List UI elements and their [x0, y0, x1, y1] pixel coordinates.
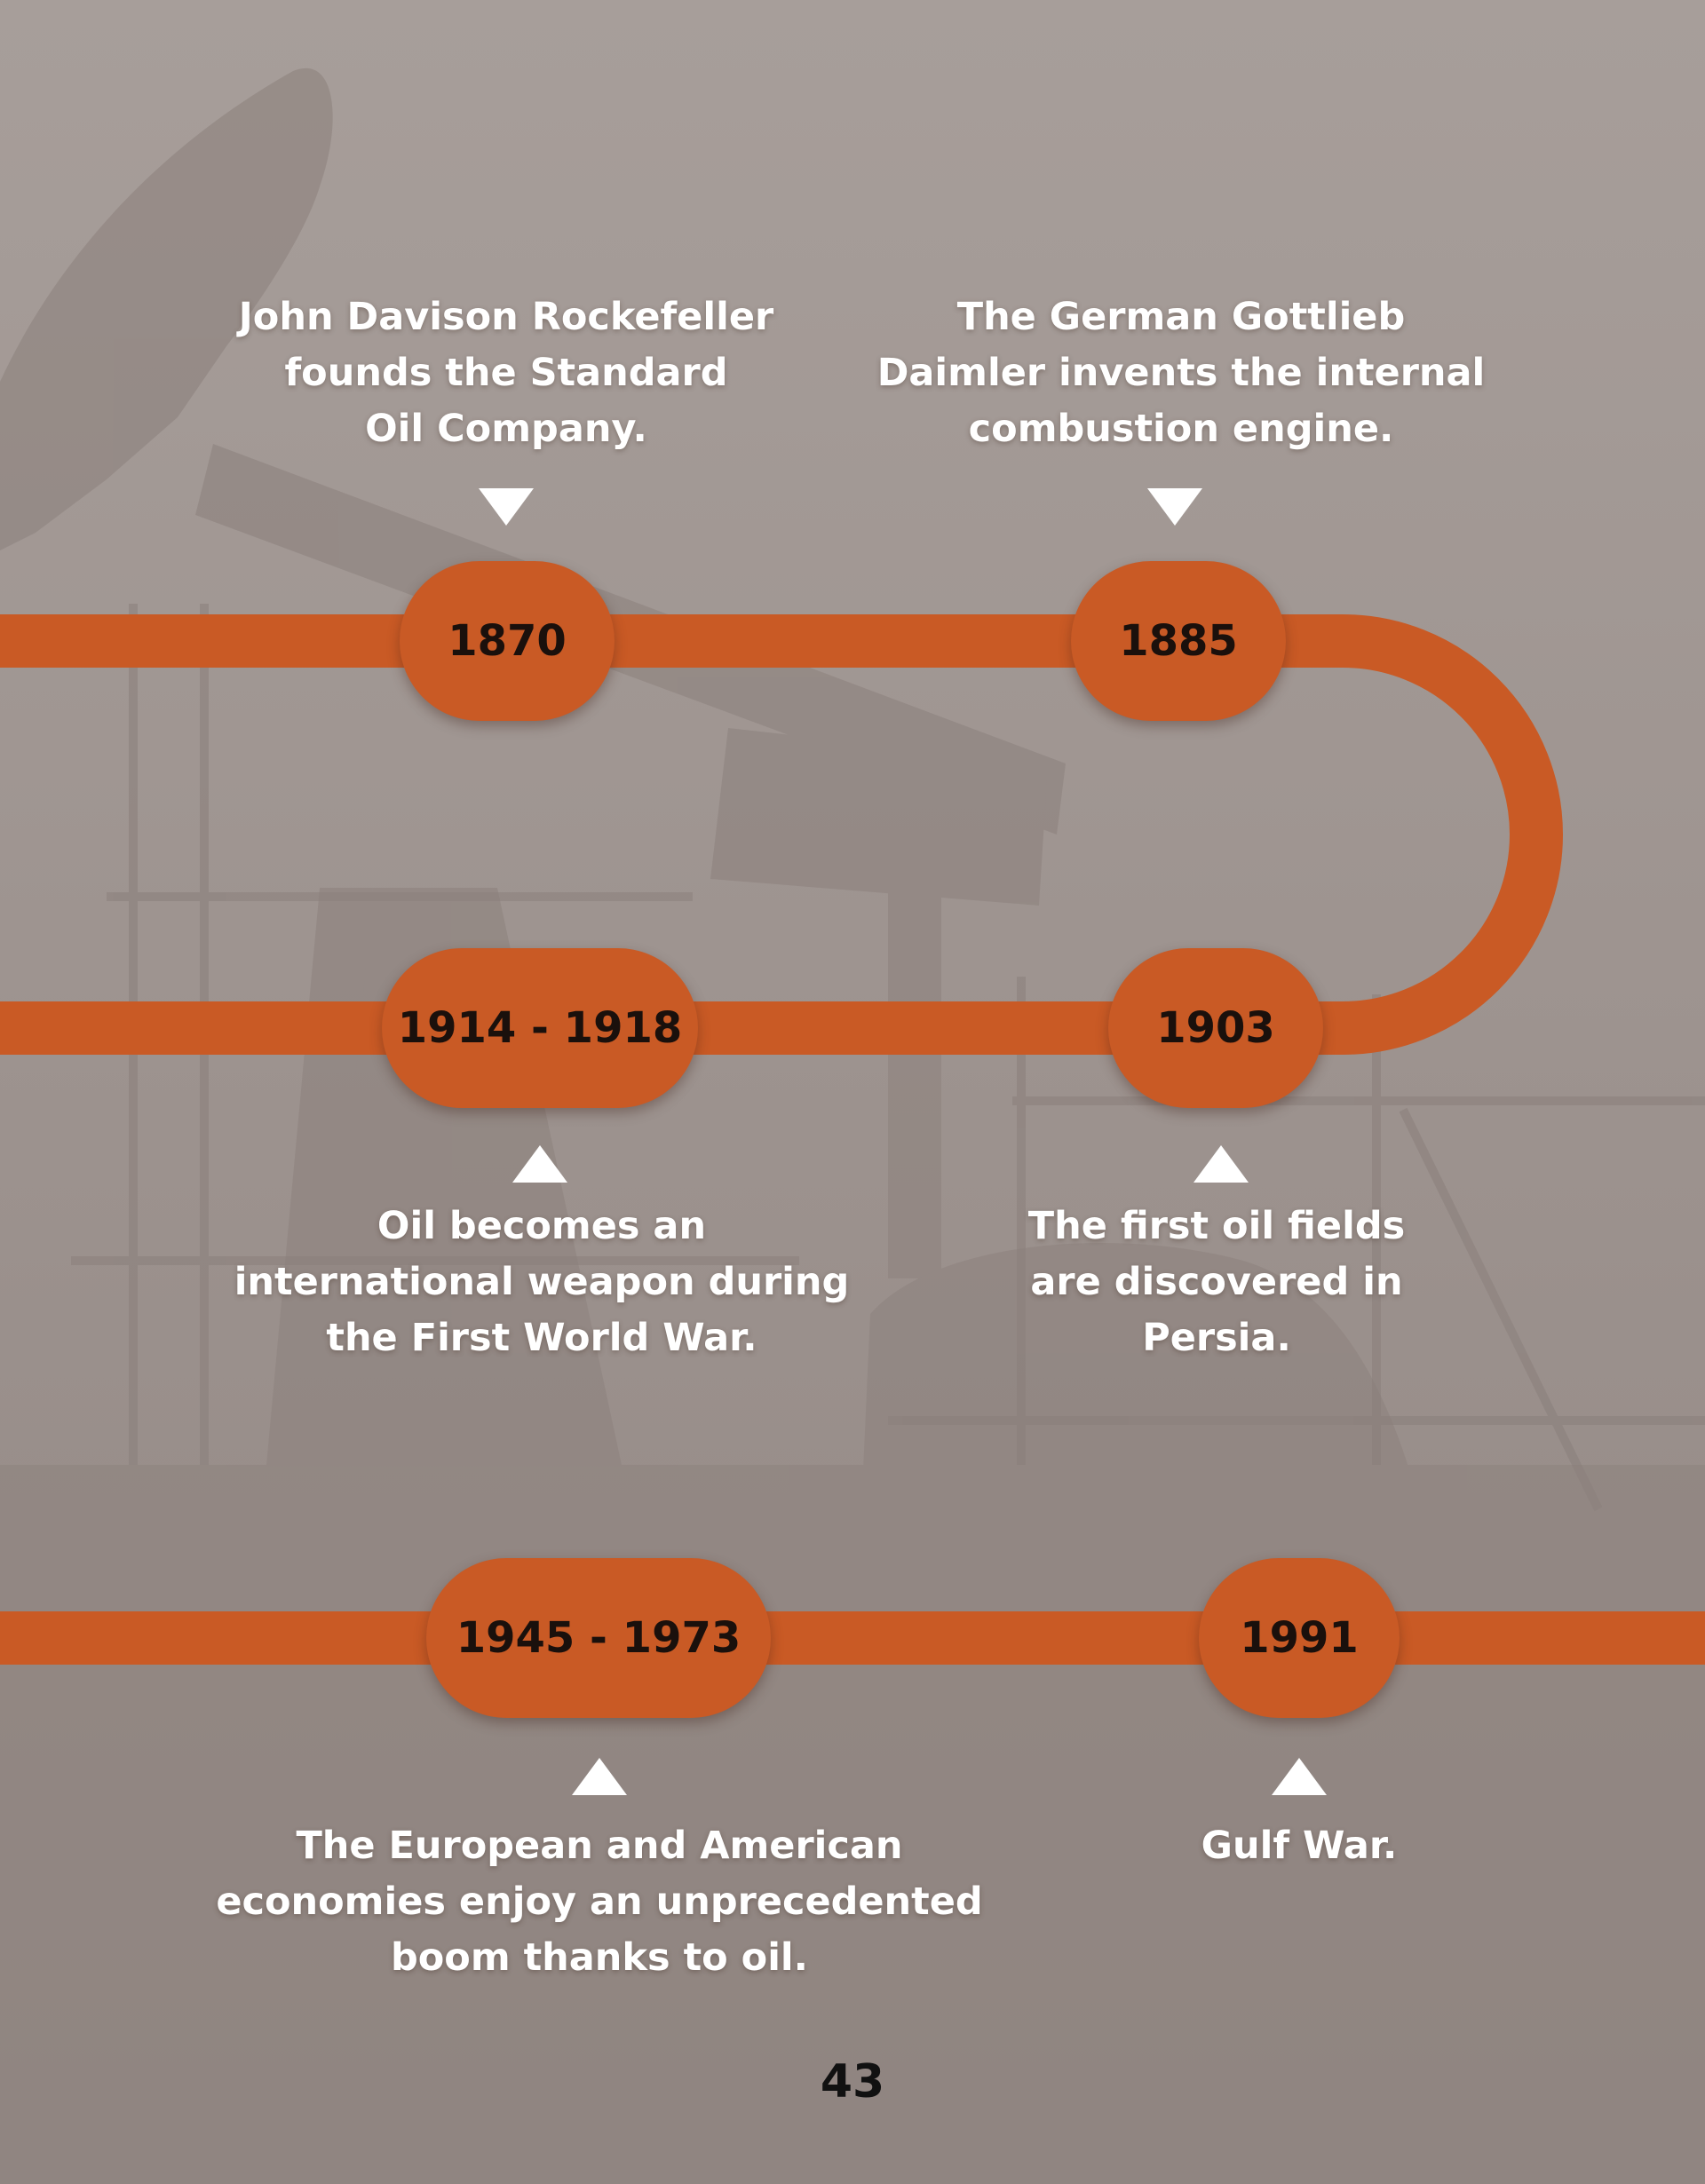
event-1903-year-badge: 1903 — [1108, 948, 1323, 1108]
timeline-upper-segment — [0, 614, 1563, 1055]
event-1903-arrow-icon — [1194, 1145, 1249, 1183]
event-1914-1918-caption: Oil becomes an international weapon duri… — [204, 1199, 879, 1366]
page-number: 43 — [820, 2055, 885, 2109]
event-1991-year-badge: 1991 — [1199, 1558, 1400, 1718]
event-1914-1918-arrow-icon — [512, 1145, 567, 1183]
event-1885-arrow-icon — [1147, 488, 1202, 526]
event-1885-caption: The German Gottlieb Daimler invents the … — [861, 289, 1501, 457]
event-1914-1918-caption-line: international weapon during — [234, 1260, 850, 1304]
event-1945-1973-year-badge: 1945 - 1973 — [426, 1558, 771, 1718]
event-1885-caption-line: combustion engine. — [968, 407, 1394, 451]
event-1870-arrow-icon — [479, 488, 534, 526]
event-1945-1973-arrow-icon — [572, 1758, 627, 1795]
event-1991-caption-line: Gulf War. — [1201, 1824, 1398, 1868]
event-1914-1918-year-badge: 1914 - 1918 — [382, 948, 698, 1108]
event-1870-caption-line: John Davison Rockefeller — [238, 295, 774, 339]
event-1991-caption: Gulf War. — [1122, 1818, 1477, 1874]
event-1903-caption-line: are discovered in — [1030, 1260, 1403, 1304]
event-1903-caption-line: The first oil fields — [1027, 1204, 1406, 1248]
event-1945-1973-caption: The European and American economies enjo… — [173, 1818, 1026, 1986]
event-1885-caption-line: Daimler invents the internal — [876, 351, 1486, 395]
event-1945-1973-caption-line: economies enjoy an unprecedented — [216, 1879, 983, 1924]
event-1870-caption: John Davison Rockefeller founds the Stan… — [204, 289, 808, 457]
event-1870-year-badge: 1870 — [400, 561, 615, 721]
event-1991-arrow-icon — [1272, 1758, 1327, 1795]
event-1870-caption-line: founds the Standard — [284, 351, 728, 395]
event-1885-caption-line: The German Gottlieb — [956, 295, 1406, 339]
event-1903-caption-line: Persia. — [1142, 1316, 1291, 1360]
event-1945-1973-caption-line: The European and American — [296, 1824, 903, 1868]
event-1945-1973-caption-line: boom thanks to oil. — [390, 1935, 809, 1980]
event-1914-1918-caption-line: Oil becomes an — [377, 1204, 707, 1248]
timeline-track — [0, 614, 1705, 1665]
event-1914-1918-caption-line: the First World War. — [326, 1316, 757, 1360]
event-1870-caption-line: Oil Company. — [365, 407, 647, 451]
event-1903-caption: The first oil fields are discovered in P… — [950, 1199, 1483, 1366]
event-1885-year-badge: 1885 — [1071, 561, 1286, 721]
